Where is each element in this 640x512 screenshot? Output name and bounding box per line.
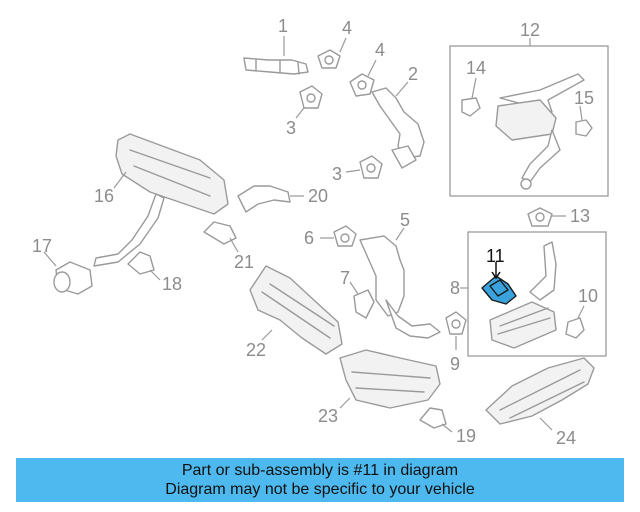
part-11-highlighted-hanger xyxy=(481,262,517,305)
part-22-heat-shield xyxy=(249,265,343,355)
callout-13: 13 xyxy=(570,206,590,226)
part-18-hanger xyxy=(127,251,161,281)
part-24-heat-shield xyxy=(485,357,595,431)
part-6-gasket xyxy=(320,225,357,247)
part-7-bracket xyxy=(349,281,375,319)
callout-1: 1 xyxy=(278,16,288,36)
callout-15: 15 xyxy=(574,88,594,108)
part-13-gasket xyxy=(527,207,566,227)
callout-22: 22 xyxy=(246,340,266,360)
callout-19: 19 xyxy=(456,426,476,446)
callout-12: 12 xyxy=(520,20,540,40)
part-4-gasket-b xyxy=(349,59,377,97)
part-12-group-box xyxy=(449,38,609,197)
part-23-heat-shield xyxy=(339,349,441,409)
exhaust-parts-diagram: 1 4 4 3 3 2 xyxy=(32,16,609,448)
callout-16: 16 xyxy=(94,186,114,206)
part-20-pipe xyxy=(237,185,304,213)
part-19-hanger xyxy=(419,407,453,433)
part-2-front-pipe xyxy=(371,81,425,169)
part-3-gasket-a xyxy=(295,85,323,119)
callout-8: 8 xyxy=(450,278,460,298)
info-banner: Part or sub-assembly is #11 in diagram D… xyxy=(16,458,624,502)
callout-4b: 4 xyxy=(375,40,385,60)
part-16-muffler xyxy=(93,133,229,267)
callout-5: 5 xyxy=(400,210,410,230)
callout-2: 2 xyxy=(408,64,418,84)
part-9-gasket xyxy=(445,311,467,350)
callout-9: 9 xyxy=(450,354,460,374)
callout-10: 10 xyxy=(578,286,598,306)
callout-21: 21 xyxy=(234,252,254,272)
part-17-tail-tip xyxy=(43,251,93,295)
part-1-pipe xyxy=(243,36,309,75)
callout-20: 20 xyxy=(308,186,328,206)
callout-4a: 4 xyxy=(342,18,352,38)
banner-line-2: Diagram may not be specific to your vehi… xyxy=(165,481,475,498)
callout-7: 7 xyxy=(340,268,350,288)
part-4-gasket-a xyxy=(317,37,347,69)
callout-18: 18 xyxy=(162,274,182,294)
callout-3b: 3 xyxy=(332,164,342,184)
part-5-converter xyxy=(359,227,441,339)
banner-line-1: Part or sub-assembly is #11 in diagram xyxy=(181,462,459,479)
callout-17: 17 xyxy=(32,236,52,256)
callout-3a: 3 xyxy=(286,118,296,138)
part-8-group-box xyxy=(460,231,607,357)
callout-24: 24 xyxy=(556,428,576,448)
callout-11: 11 xyxy=(486,246,505,266)
callout-23: 23 xyxy=(318,406,338,426)
part-21-hanger xyxy=(203,221,239,253)
part-3-gasket-b xyxy=(345,155,383,179)
callout-6: 6 xyxy=(304,228,314,248)
callout-14: 14 xyxy=(466,58,486,78)
